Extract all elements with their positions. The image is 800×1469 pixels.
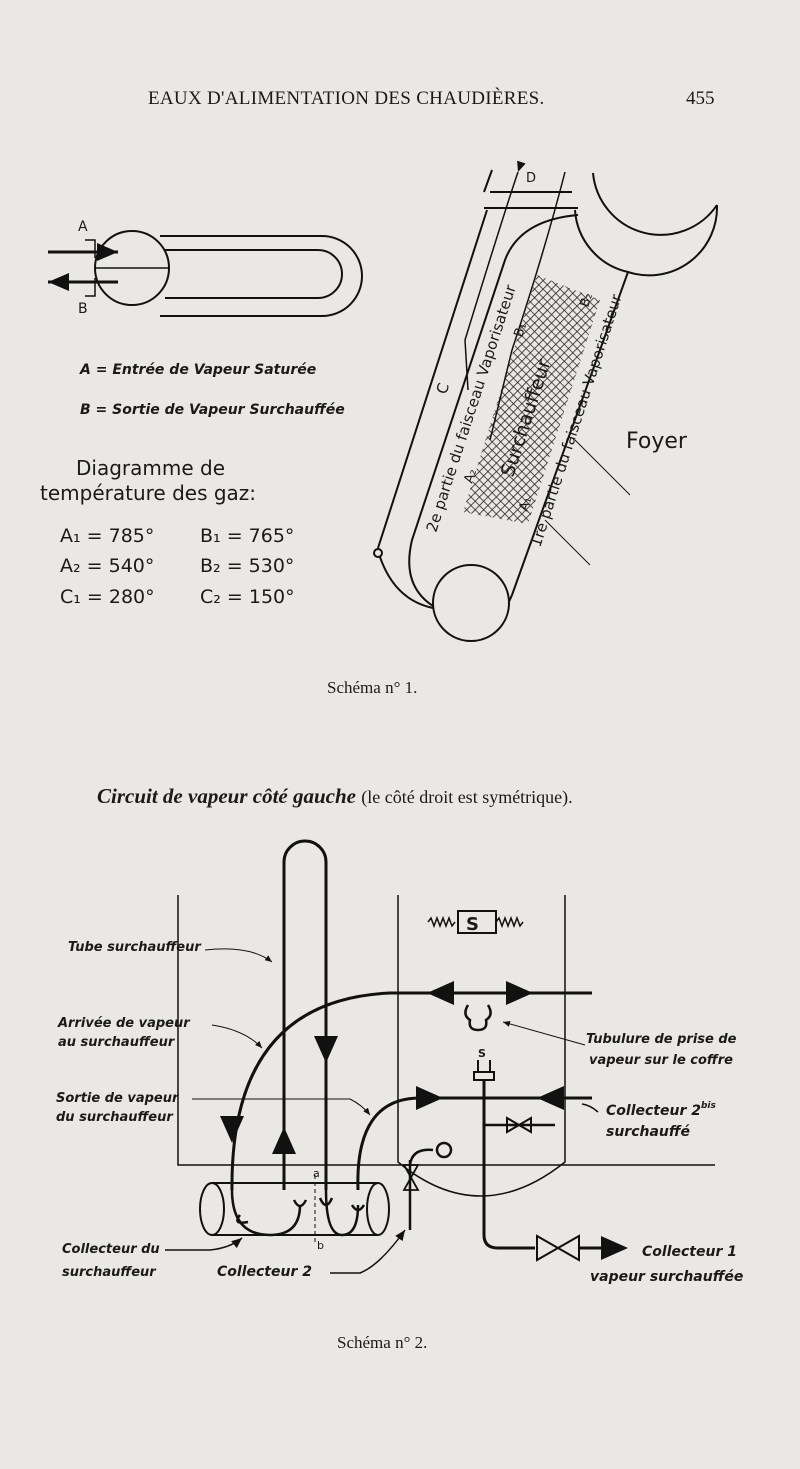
mark-b: b	[317, 1239, 324, 1252]
label-tubulure-1: Tubulure de prise de	[586, 1032, 737, 1047]
point-d: D	[526, 171, 536, 186]
s-box-label: S	[466, 914, 479, 935]
legend-a: A = Entrée de Vapeur Saturée	[79, 362, 316, 378]
diagram-title-2: température des gaz:	[40, 481, 256, 505]
page-number: 455	[686, 88, 715, 109]
circuit-title-note: (le côté droit est symétrique).	[361, 787, 573, 807]
label-collecteur-2: Collecteur 2	[217, 1264, 312, 1280]
temp-c2: C₂ = 150°	[200, 586, 295, 608]
schema-2-caption: Schéma n° 2.	[337, 1333, 428, 1352]
mark-a: a	[313, 1167, 320, 1180]
point-c: C	[433, 381, 453, 397]
temp-a1: A₁ = 785°	[60, 525, 154, 547]
temperature-list: A₁ = 785° B₁ = 765° A₂ = 540° B₂ = 530° …	[60, 525, 295, 608]
superheater-loop-diagram	[48, 230, 363, 317]
label-sortie-1: Sortie de vapeur	[56, 1091, 180, 1106]
label-b: B	[78, 301, 88, 317]
foyer-label: Foyer	[626, 429, 688, 454]
label-arrivee-2: au surchauffeur	[58, 1035, 176, 1050]
label-sortie-2: du surchauffeur	[56, 1110, 174, 1125]
label-coll1-2: vapeur surchauffée	[590, 1269, 743, 1285]
label-a: A	[78, 219, 88, 235]
temp-b1: B₁ = 765°	[200, 525, 294, 547]
circuit-title-main: Circuit de vapeur côté gauche	[97, 784, 356, 808]
label-coll1-1: Collecteur 1	[642, 1244, 737, 1260]
diagram-title-1: Diagramme de	[76, 456, 225, 480]
label-coll-du-2: surchauffeur	[62, 1265, 157, 1280]
label-coll2bis-2: surchauffé	[606, 1124, 691, 1140]
label-tubulure-2: vapeur sur le coffre	[589, 1053, 733, 1068]
point-b2: B₂	[578, 291, 597, 309]
label-coll2bis-1: Collecteur 2bis	[606, 1101, 716, 1119]
temp-c1: C₁ = 280°	[60, 586, 155, 608]
point-a1: A₁	[517, 495, 536, 513]
legend-b: B = Sortie de Vapeur Surchauffée	[80, 402, 345, 418]
temp-b2: B₂ = 530°	[200, 555, 294, 577]
point-a2: A₂	[462, 467, 481, 485]
label-coll-du-1: Collecteur du	[62, 1242, 160, 1257]
circuit-title: Circuit de vapeur côté gauche (le côté d…	[97, 784, 573, 809]
running-head: EAUX D'ALIMENTATION DES CHAUDIÈRES.	[148, 88, 545, 109]
boiler-section-diagram	[373, 160, 719, 642]
schema-1-caption: Schéma n° 1.	[327, 678, 418, 697]
steam-circuit-diagram	[165, 839, 715, 1274]
s-valve-label: S	[478, 1047, 486, 1060]
point-b1: B₁	[512, 321, 531, 339]
temp-a2: A₂ = 540°	[60, 555, 154, 577]
label-arrivee-1: Arrivée de vapeur	[57, 1016, 191, 1031]
label-tube-surchauffeur: Tube surchauffeur	[68, 940, 202, 955]
